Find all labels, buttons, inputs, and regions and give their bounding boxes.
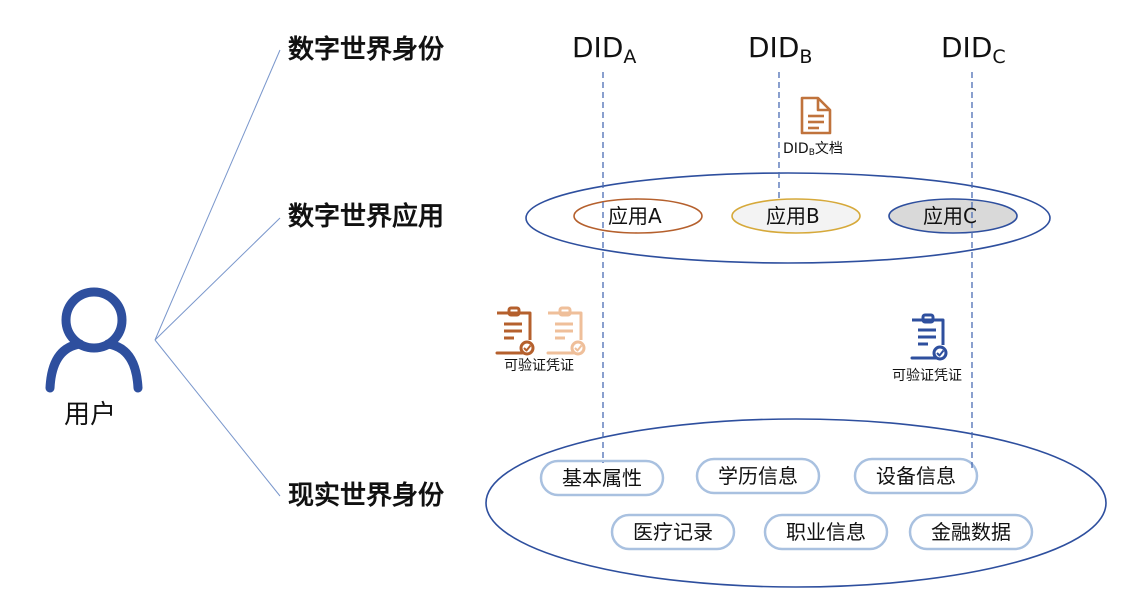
row-label-digital-application: 数字世界应用 — [288, 202, 445, 232]
did-b-subscript: B — [799, 46, 813, 68]
row-label-digital-identity: 数字世界身份 — [288, 35, 445, 65]
did-c-base: DID — [941, 31, 993, 64]
verifiable-credential-icon — [546, 306, 586, 356]
attribute-label-basic: 基本属性 — [562, 466, 642, 490]
did-document-suffix: 文档 — [814, 141, 843, 157]
connector-line-identity — [154, 49, 281, 341]
app-pill-b[interactable] — [731, 198, 861, 234]
did-b-base: DID — [748, 31, 800, 64]
attribute-pill-medical[interactable] — [610, 513, 736, 551]
attribute-label-education: 学历信息 — [718, 464, 798, 488]
did-document-subscript: B — [808, 148, 815, 158]
verifiable-credential-icon — [495, 306, 535, 356]
did-a-label: DIDA — [572, 34, 636, 67]
did-a-base: DID — [572, 31, 624, 64]
credentials-right-label: 可验证凭证 — [892, 368, 962, 384]
credentials-left-label: 可验证凭证 — [504, 358, 574, 374]
did-c-subscript: C — [992, 46, 1006, 68]
row-label-real-identity: 现实世界身份 — [288, 481, 445, 511]
attribute-label-career: 职业信息 — [786, 520, 866, 544]
connector-line-application — [154, 217, 281, 341]
app-label-a: 应用A — [608, 204, 662, 228]
attribute-label-device: 设备信息 — [876, 464, 956, 488]
did-c-label: DIDC — [941, 34, 1006, 67]
did-a-subscript: A — [623, 46, 637, 68]
attribute-pill-device[interactable] — [853, 457, 979, 495]
attribute-label-finance: 金融数据 — [931, 520, 1011, 544]
connector-line-real — [154, 339, 281, 497]
did-document-base: DID — [783, 141, 809, 157]
app-pill-c[interactable] — [888, 198, 1018, 234]
did-b-label: DIDB — [748, 34, 812, 67]
attribute-pill-basic[interactable] — [539, 459, 665, 497]
attribute-label-medical: 医疗记录 — [633, 520, 713, 544]
app-label-b: 应用B — [766, 204, 820, 228]
real-identity-ellipse — [485, 418, 1107, 588]
verifiable-credential-icon — [910, 313, 948, 361]
attribute-pill-finance[interactable] — [908, 513, 1034, 551]
did-document-label: DIDB文档 — [783, 142, 843, 158]
attribute-pill-career[interactable] — [763, 513, 889, 551]
document-icon — [800, 96, 832, 135]
app-pill-a[interactable] — [573, 198, 703, 234]
user-icon — [45, 287, 143, 393]
app-label-c: 应用C — [923, 204, 977, 228]
attribute-pill-education[interactable] — [695, 457, 821, 495]
user-label: 用户 — [64, 400, 117, 430]
